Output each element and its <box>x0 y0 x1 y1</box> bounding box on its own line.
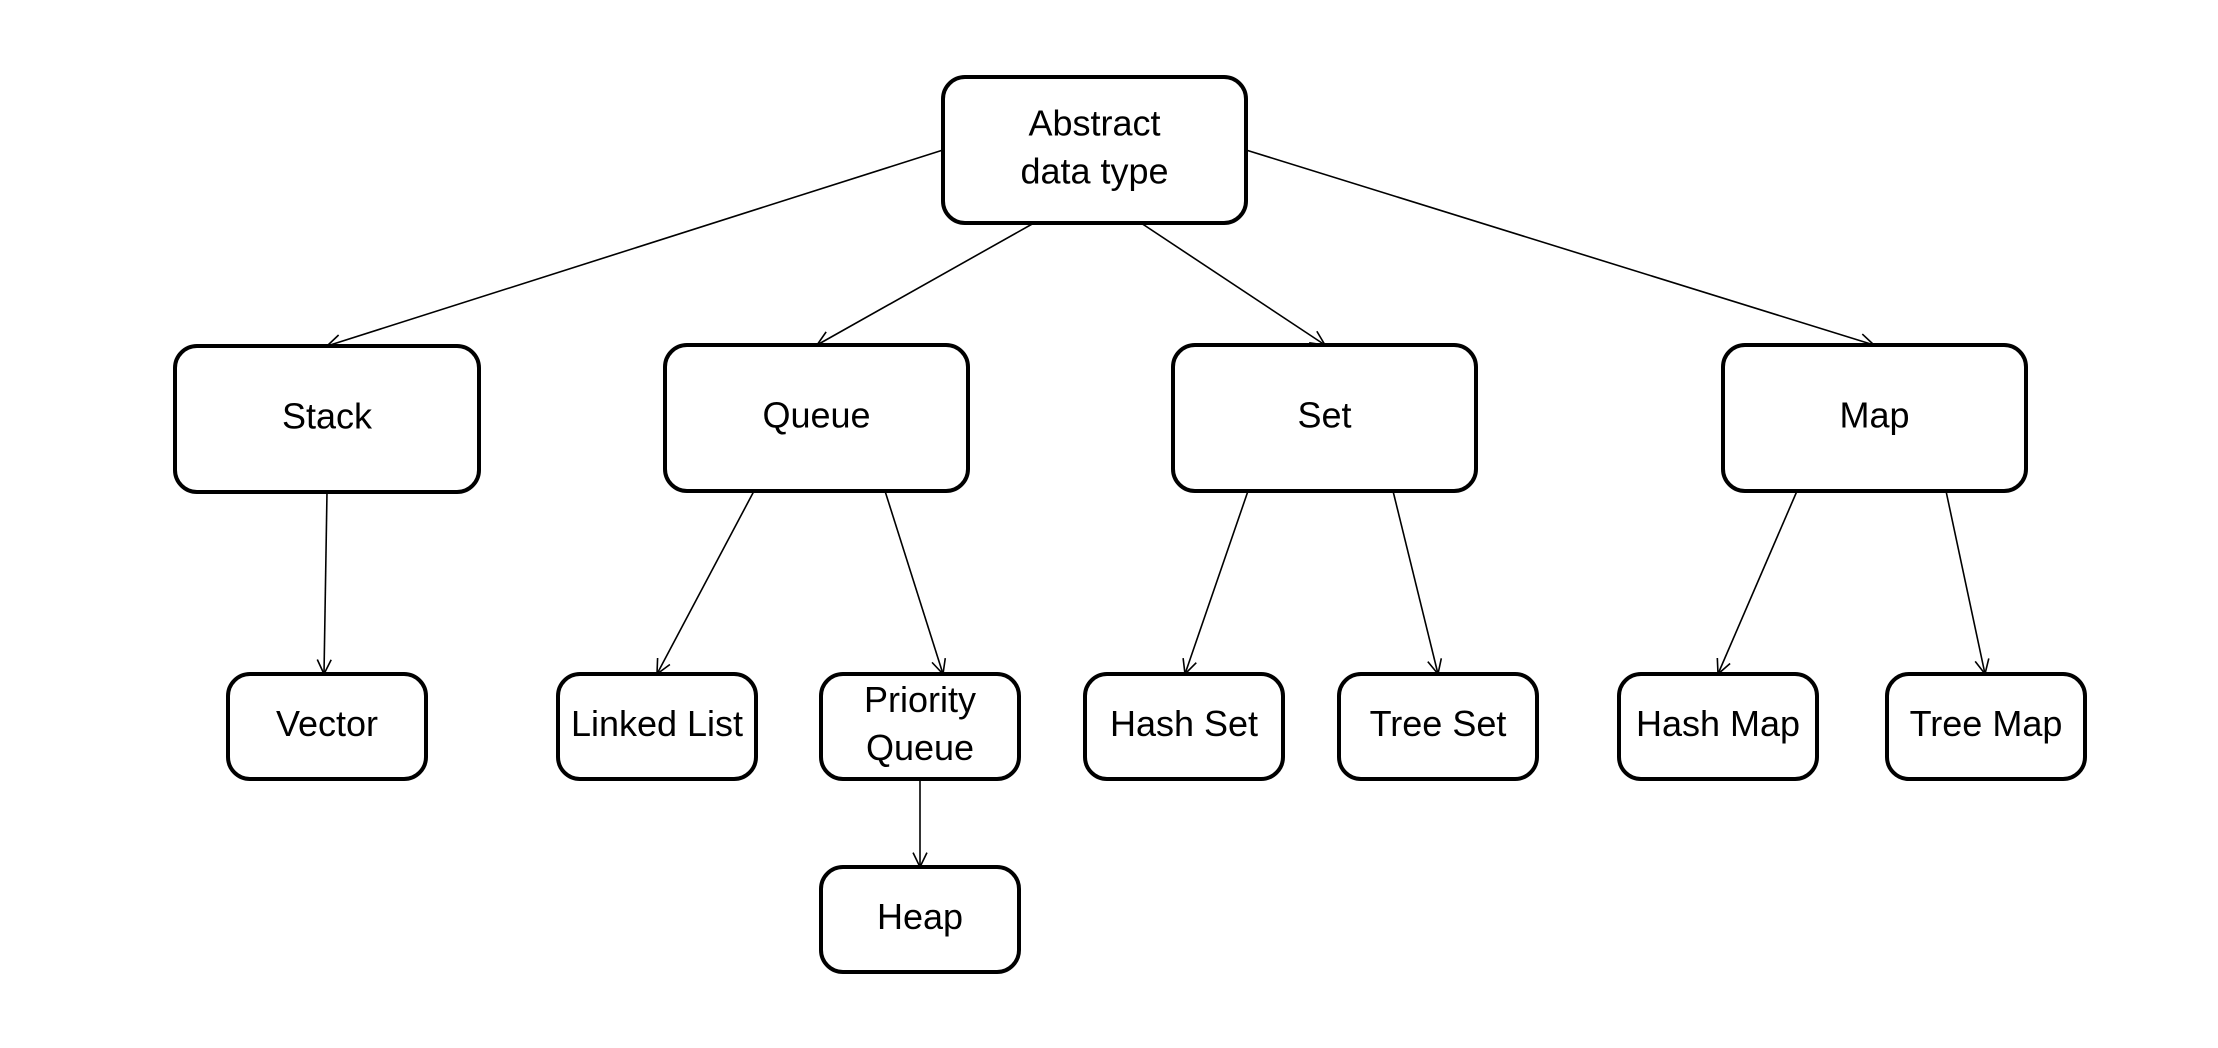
node-box <box>663 343 970 493</box>
edge-stack-to-vector <box>316 491 332 676</box>
node-tree-map: Tree Map <box>1885 672 2087 781</box>
edge-priority-queue-to-heap <box>912 779 928 869</box>
node-label: Hash Map <box>1636 703 1800 744</box>
node-box <box>1171 343 1478 493</box>
node-vector: Vector <box>226 672 428 781</box>
node-box <box>173 344 481 494</box>
node-tree-set: Tree Set <box>1337 672 1539 781</box>
edge-set-to-hash-set <box>1182 490 1249 676</box>
edge-line <box>656 490 755 675</box>
edge-map-to-tree-map <box>1945 490 1990 676</box>
edge-line <box>884 490 944 675</box>
node-hash-map: Hash Map <box>1617 672 1819 781</box>
node-label: Set <box>1297 395 1351 436</box>
node-box <box>819 672 1021 781</box>
edge-line <box>1140 222 1326 346</box>
edge-queue-to-linked-list <box>656 490 755 676</box>
edge-abstract-data-type-to-map <box>1245 149 1876 349</box>
node-hash-set: Hash Set <box>1083 672 1285 781</box>
edge-line <box>816 222 1035 346</box>
edge-abstract-data-type-to-queue <box>815 222 1035 346</box>
node-heap: Heap <box>819 865 1021 974</box>
edge-map-to-hash-map <box>1716 490 1798 676</box>
node-label: Linked List <box>571 703 743 744</box>
edge-abstract-data-type-to-set <box>1140 222 1327 347</box>
node-label: Stack <box>282 396 373 437</box>
node-label: Tree Set <box>1370 703 1507 744</box>
edge-line <box>326 149 944 347</box>
node-label: Tree Map <box>1910 703 2063 744</box>
edge-abstract-data-type-to-stack <box>325 149 944 350</box>
node-label: Map <box>1839 395 1909 436</box>
edge-set-to-tree-set <box>1392 490 1443 676</box>
node-box <box>1337 672 1539 781</box>
edge-line <box>1392 490 1439 675</box>
edge-line <box>323 491 328 675</box>
node-label: Queue <box>762 395 870 436</box>
node-map: Map <box>1721 343 2028 493</box>
node-abstract-data-type: Abstract data type <box>941 75 1248 225</box>
node-box <box>1721 343 2028 493</box>
node-label: Vector <box>276 703 378 744</box>
edge-queue-to-priority-queue <box>884 490 947 676</box>
node-box <box>1617 672 1819 781</box>
node-set: Set <box>1171 343 1478 493</box>
edge-line <box>1184 490 1249 675</box>
node-label: Heap <box>877 896 963 937</box>
node-label: Priority <box>864 679 976 720</box>
node-box <box>226 672 428 781</box>
node-queue: Queue <box>663 343 970 493</box>
node-label: Abstract <box>1028 103 1160 144</box>
edge-line <box>1945 490 1986 675</box>
node-label: Queue <box>866 727 974 768</box>
edge-line <box>1245 149 1875 346</box>
edge-line <box>1717 490 1798 675</box>
node-label: Hash Set <box>1110 703 1258 744</box>
node-box <box>941 75 1248 225</box>
node-box <box>819 865 1021 974</box>
node-box <box>1083 672 1285 781</box>
node-stack: Stack <box>173 344 481 494</box>
node-box <box>556 672 758 781</box>
node-box <box>1885 672 2087 781</box>
node-label: data type <box>1020 151 1168 192</box>
node-linked-list: Linked List <box>556 672 758 781</box>
